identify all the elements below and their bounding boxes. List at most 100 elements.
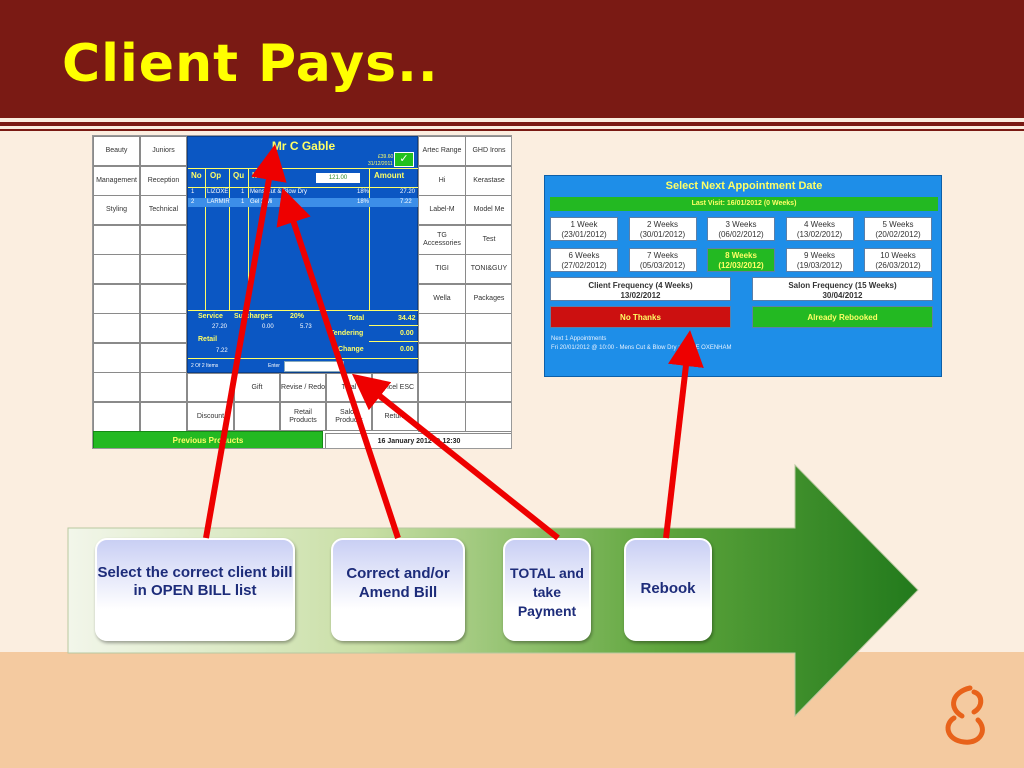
week-label: 3 Weeks bbox=[725, 220, 757, 229]
week-label: 5 Weeks bbox=[882, 220, 914, 229]
product-button[interactable]: TIGI bbox=[418, 254, 466, 284]
week-date: (26/03/2012) bbox=[875, 261, 921, 270]
client-frequency-button[interactable]: Client Frequency (4 Weeks) 13/02/2012 bbox=[550, 277, 731, 301]
week-label: 9 Weeks bbox=[804, 251, 835, 260]
last-visit-bar: Last Visit: 16/01/2012 (0 Weeks) bbox=[550, 197, 938, 211]
week-date: (30/01/2012) bbox=[639, 230, 686, 239]
product-button[interactable] bbox=[465, 401, 511, 432]
week-date: (12/03/2012) bbox=[718, 261, 764, 270]
no-thanks-button[interactable]: No Thanks bbox=[550, 306, 731, 328]
header-divider bbox=[0, 122, 1024, 126]
product-button[interactable] bbox=[418, 401, 466, 432]
week-option-button[interactable]: 7 Weeks(05/03/2012) bbox=[628, 248, 697, 272]
category-button[interactable] bbox=[93, 254, 140, 284]
enter-label: Enter bbox=[268, 363, 280, 369]
week-label: 8 Weeks bbox=[725, 251, 757, 260]
retail-label: Retail bbox=[198, 336, 218, 343]
week-date: (27/02/2012) bbox=[561, 261, 607, 270]
header-divider-thin bbox=[0, 129, 1024, 131]
vat-label: 20% bbox=[290, 313, 305, 320]
product-button[interactable]: Kerastase bbox=[465, 165, 511, 196]
items-count: 2 Of 2 Items bbox=[191, 363, 219, 369]
service-label: Service bbox=[198, 313, 223, 320]
category-button[interactable] bbox=[140, 342, 187, 373]
footer-datetime: 16 January 2012 @ 12:30 bbox=[325, 433, 511, 448]
amount-input[interactable]: 121.00 bbox=[316, 173, 360, 183]
week-date: (20/02/2012) bbox=[875, 230, 921, 239]
week-date: (23/01/2012) bbox=[561, 230, 607, 239]
client-name[interactable]: Mr C Gable bbox=[271, 139, 336, 153]
product-button[interactable]: Artec Range bbox=[418, 136, 466, 166]
surcharges-value: 0.00 bbox=[262, 324, 274, 330]
category-button[interactable] bbox=[140, 254, 187, 284]
week-option-button[interactable]: 8 Weeks(12/03/2012) bbox=[707, 248, 775, 272]
arrow-to-client-name bbox=[203, 144, 287, 539]
product-button[interactable]: Wella bbox=[418, 283, 466, 314]
vat-value: 5.73 bbox=[300, 324, 312, 330]
week-date: (05/03/2012) bbox=[639, 261, 686, 270]
s-logo-icon bbox=[945, 685, 985, 745]
next-appointment-detail: Fri 20/01/2012 @ 10:00 - Mens Cut & Blow… bbox=[551, 345, 732, 351]
check-icon[interactable]: ✓ bbox=[394, 152, 414, 167]
category-button[interactable]: Beauty bbox=[93, 136, 140, 166]
salon-frequency-button[interactable]: Salon Frequency (15 Weeks) 30/04/2012 bbox=[752, 277, 933, 301]
retail-value: 7.22 bbox=[216, 348, 228, 354]
category-button[interactable]: Management bbox=[93, 165, 140, 196]
slide-title: Client Pays.. bbox=[62, 34, 439, 94]
blank-button[interactable] bbox=[187, 373, 234, 402]
retail-products-button[interactable]: Retail Products bbox=[280, 402, 326, 431]
week-option-button[interactable]: 6 Weeks(27/02/2012) bbox=[550, 248, 618, 272]
step-total-payment: TOTAL and take Payment bbox=[503, 538, 591, 641]
appointment-title: Select Next Appointment Date bbox=[665, 180, 823, 192]
product-button[interactable]: Model Me bbox=[465, 195, 511, 225]
total-label: Total bbox=[348, 315, 365, 322]
category-button[interactable] bbox=[140, 224, 187, 255]
week-option-button[interactable]: 5 Weeks(20/02/2012) bbox=[864, 217, 932, 241]
change-label: Change bbox=[338, 346, 364, 353]
arrow-to-total-button bbox=[351, 373, 560, 541]
week-date: (19/03/2012) bbox=[796, 261, 843, 270]
revise-redo-button[interactable]: Revise / Redo bbox=[280, 373, 326, 402]
week-option-button[interactable]: 2 Weeks(30/01/2012) bbox=[628, 217, 697, 241]
blank-button-2[interactable] bbox=[234, 402, 280, 431]
week-option-button[interactable]: 10 Weeks(26/03/2012) bbox=[864, 248, 932, 272]
step-amend-bill: Correct and/or Amend Bill bbox=[331, 538, 465, 641]
week-option-button[interactable]: 3 Weeks(06/02/2012) bbox=[707, 217, 775, 241]
week-option-button[interactable]: 4 Weeks(13/02/2012) bbox=[785, 217, 854, 241]
col-no: No bbox=[191, 171, 202, 180]
week-label: 4 Weeks bbox=[804, 220, 835, 229]
category-button[interactable] bbox=[140, 313, 187, 343]
week-label: 7 Weeks bbox=[647, 251, 678, 260]
product-button[interactable] bbox=[465, 342, 511, 373]
category-button[interactable]: Reception bbox=[140, 165, 187, 196]
step-rebook: Rebook bbox=[624, 538, 712, 641]
week-option-button[interactable]: 1 Week(23/01/2012) bbox=[550, 217, 618, 241]
slide-header bbox=[0, 0, 1024, 118]
total-value: 34.42 bbox=[398, 315, 416, 322]
col-qu: Qu bbox=[233, 171, 245, 180]
category-button[interactable] bbox=[93, 313, 140, 343]
week-label: 6 Weeks bbox=[568, 251, 600, 260]
category-button[interactable] bbox=[140, 283, 187, 314]
category-button[interactable] bbox=[93, 372, 140, 402]
change-value: 0.00 bbox=[400, 346, 414, 353]
week-label: 2 Weeks bbox=[647, 220, 678, 229]
arrow-to-bill-row bbox=[276, 187, 401, 539]
product-button[interactable] bbox=[465, 372, 511, 402]
col-op: Op bbox=[210, 171, 222, 180]
previous-products-button[interactable]: Previous Products bbox=[93, 431, 323, 448]
product-button[interactable]: TG Accessories bbox=[418, 224, 466, 255]
category-button[interactable]: Juniors bbox=[140, 136, 187, 166]
product-button[interactable] bbox=[465, 313, 511, 343]
category-button[interactable] bbox=[93, 342, 140, 373]
arrow-to-rebooked-button bbox=[663, 330, 704, 539]
week-label: 1 Week bbox=[570, 220, 598, 229]
col-amount: Amount bbox=[374, 171, 405, 180]
already-rebooked-button[interactable]: Already Rebooked bbox=[752, 306, 933, 328]
week-option-button[interactable]: 9 Weeks(19/03/2012) bbox=[785, 248, 854, 272]
appointment-dialog: Select Next Appointment Date Last Visit:… bbox=[544, 175, 942, 377]
next-appointments-label: Next 1 Appointments bbox=[551, 336, 607, 342]
week-label: 10 Weeks bbox=[880, 251, 916, 260]
